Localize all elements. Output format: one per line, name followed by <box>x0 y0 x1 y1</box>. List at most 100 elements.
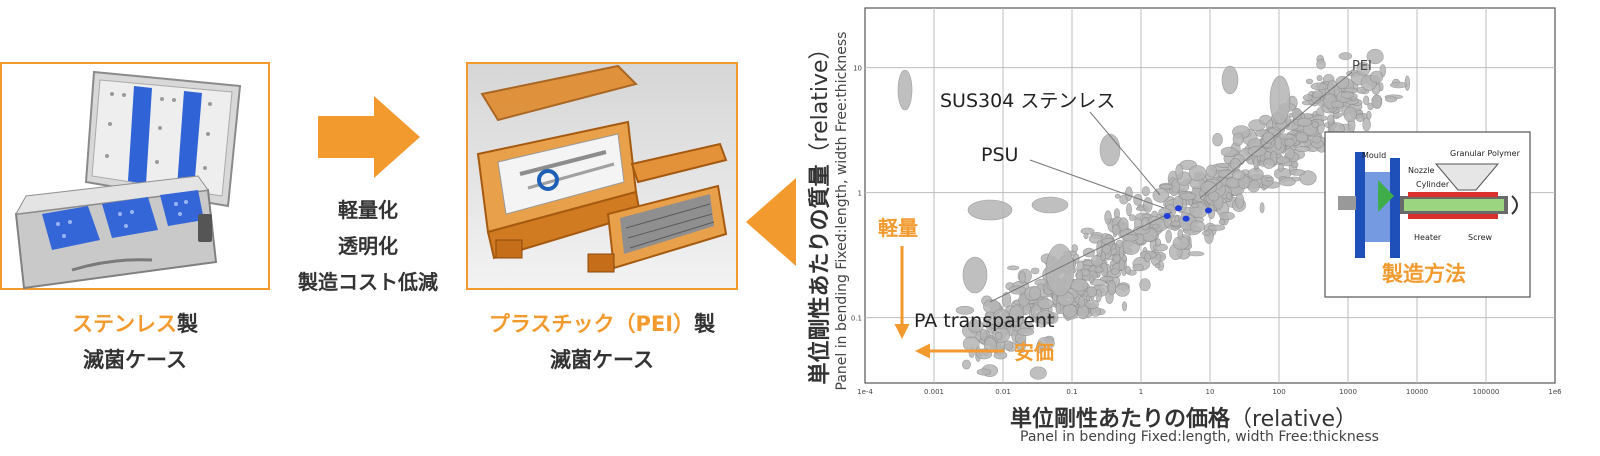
leader-pa <box>989 211 1173 303</box>
bubble <box>1104 210 1112 225</box>
bubble <box>1100 251 1106 262</box>
chart-xlabel-main: 単位剛性あたりの価格 <box>1010 407 1231 432</box>
bubble <box>1340 91 1354 99</box>
bubble <box>1232 132 1244 146</box>
inset-label-nozzle: Nozzle <box>1408 166 1435 175</box>
bubble <box>1366 48 1384 65</box>
inset-label-screw: Screw <box>1468 233 1493 242</box>
bubble <box>1177 229 1184 240</box>
annotation-pa: PA transparent <box>914 310 1054 332</box>
bubble <box>995 331 1003 341</box>
bubble <box>1055 302 1062 315</box>
bubble <box>1312 135 1322 144</box>
bubble <box>1089 275 1095 283</box>
stainless-caption-line2: 滅菌ケース <box>83 348 187 372</box>
bubble <box>1030 267 1040 275</box>
arrow-label-cheaper: 安価 <box>1014 340 1054 364</box>
bubble <box>1232 170 1246 180</box>
bubble <box>1132 263 1144 272</box>
chart-ylabel-main: 単位剛性あたりの質量 <box>808 164 833 385</box>
highlight-marker <box>1163 213 1171 219</box>
bubble <box>1118 259 1126 271</box>
bubble <box>1165 229 1172 243</box>
x-tick-label: 0.01 <box>995 388 1011 396</box>
bubble <box>1302 94 1314 101</box>
benefits-list: 軽量化 透明化 製造コスト低減 <box>272 192 464 300</box>
stainless-caption-suffix: 製 <box>177 312 198 336</box>
bubble <box>1175 163 1184 180</box>
bubble <box>1226 192 1232 200</box>
bubble <box>1355 113 1365 122</box>
bubble <box>1122 234 1139 242</box>
bubble <box>1155 238 1162 247</box>
x-tick-label: 100 <box>1272 388 1285 396</box>
bubble <box>1253 155 1259 170</box>
bubble <box>976 368 992 376</box>
bubble <box>1189 220 1206 233</box>
bubble-envelope <box>1045 243 1075 297</box>
bubble <box>1001 291 1012 308</box>
chart-ylabel-sub: Panel in bending Fixed:length, width Fre… <box>834 31 850 391</box>
x-tick-label: 100000 <box>1473 388 1500 396</box>
bubble <box>1154 263 1161 269</box>
bubble <box>1363 95 1370 106</box>
bubble <box>1008 285 1026 295</box>
bubble <box>1152 188 1170 203</box>
bubble <box>1332 112 1343 118</box>
bubble <box>1200 181 1217 194</box>
bubble <box>1297 117 1313 127</box>
bubble <box>993 351 1008 360</box>
bubble <box>1077 304 1089 320</box>
bubble <box>1235 193 1245 209</box>
bubble <box>1143 197 1153 213</box>
bubble <box>1212 133 1223 147</box>
bubble-envelope <box>967 199 1013 221</box>
bubble <box>1115 239 1124 248</box>
inset-title: 製造方法 <box>1381 262 1466 286</box>
bubble <box>1295 132 1309 143</box>
bubble <box>989 323 1005 330</box>
chart-xlabel-sub: Panel in bending Fixed:length, width Fre… <box>1020 429 1379 445</box>
bubble <box>1327 114 1335 126</box>
bubble <box>1202 230 1211 236</box>
bubble <box>1111 224 1121 235</box>
bubble <box>1259 202 1265 214</box>
bubble <box>1369 70 1384 84</box>
bubble <box>979 328 988 341</box>
bubble <box>1115 283 1130 297</box>
bubble <box>1083 232 1089 239</box>
benefit-item: 製造コスト低減 <box>298 270 438 294</box>
bubble <box>1316 58 1326 70</box>
bubble <box>1366 110 1372 120</box>
bubble <box>1219 211 1235 221</box>
pei-caption-accent: プラスチック（PEI） <box>488 312 695 336</box>
bubble <box>1124 266 1132 275</box>
chart-bubble-cloud <box>897 48 1411 380</box>
x-tick-label: 10 <box>1206 388 1215 396</box>
bubble <box>1305 78 1314 85</box>
bubble <box>1316 75 1323 82</box>
arrow-label-lighter: 軽量 <box>878 216 918 240</box>
bubble <box>1019 271 1026 284</box>
bubble <box>1094 266 1104 273</box>
bubble-envelope <box>1099 133 1121 167</box>
benefit-item: 軽量化 <box>338 198 398 222</box>
leader-pei <box>1199 71 1353 199</box>
bubble <box>1037 298 1054 310</box>
pei-caption-suffix: 製 <box>694 312 716 336</box>
bubble <box>1129 214 1136 221</box>
manufacturing-inset: Mould Nozzle Cylinder Heater Screw Granu… <box>1324 131 1531 298</box>
bubble <box>1141 186 1150 197</box>
x-tick-label: 1e-4 <box>857 388 873 396</box>
bubble <box>1096 240 1103 257</box>
bubble <box>955 305 975 315</box>
bubble <box>1310 82 1329 91</box>
chart-leader-lines <box>989 71 1353 303</box>
bubble <box>1095 288 1102 302</box>
bubble <box>1016 315 1024 325</box>
inset-label-heater: Heater <box>1414 233 1442 242</box>
bubble-envelope <box>1031 196 1069 214</box>
bubble <box>1312 90 1323 99</box>
bubble <box>1029 366 1047 380</box>
